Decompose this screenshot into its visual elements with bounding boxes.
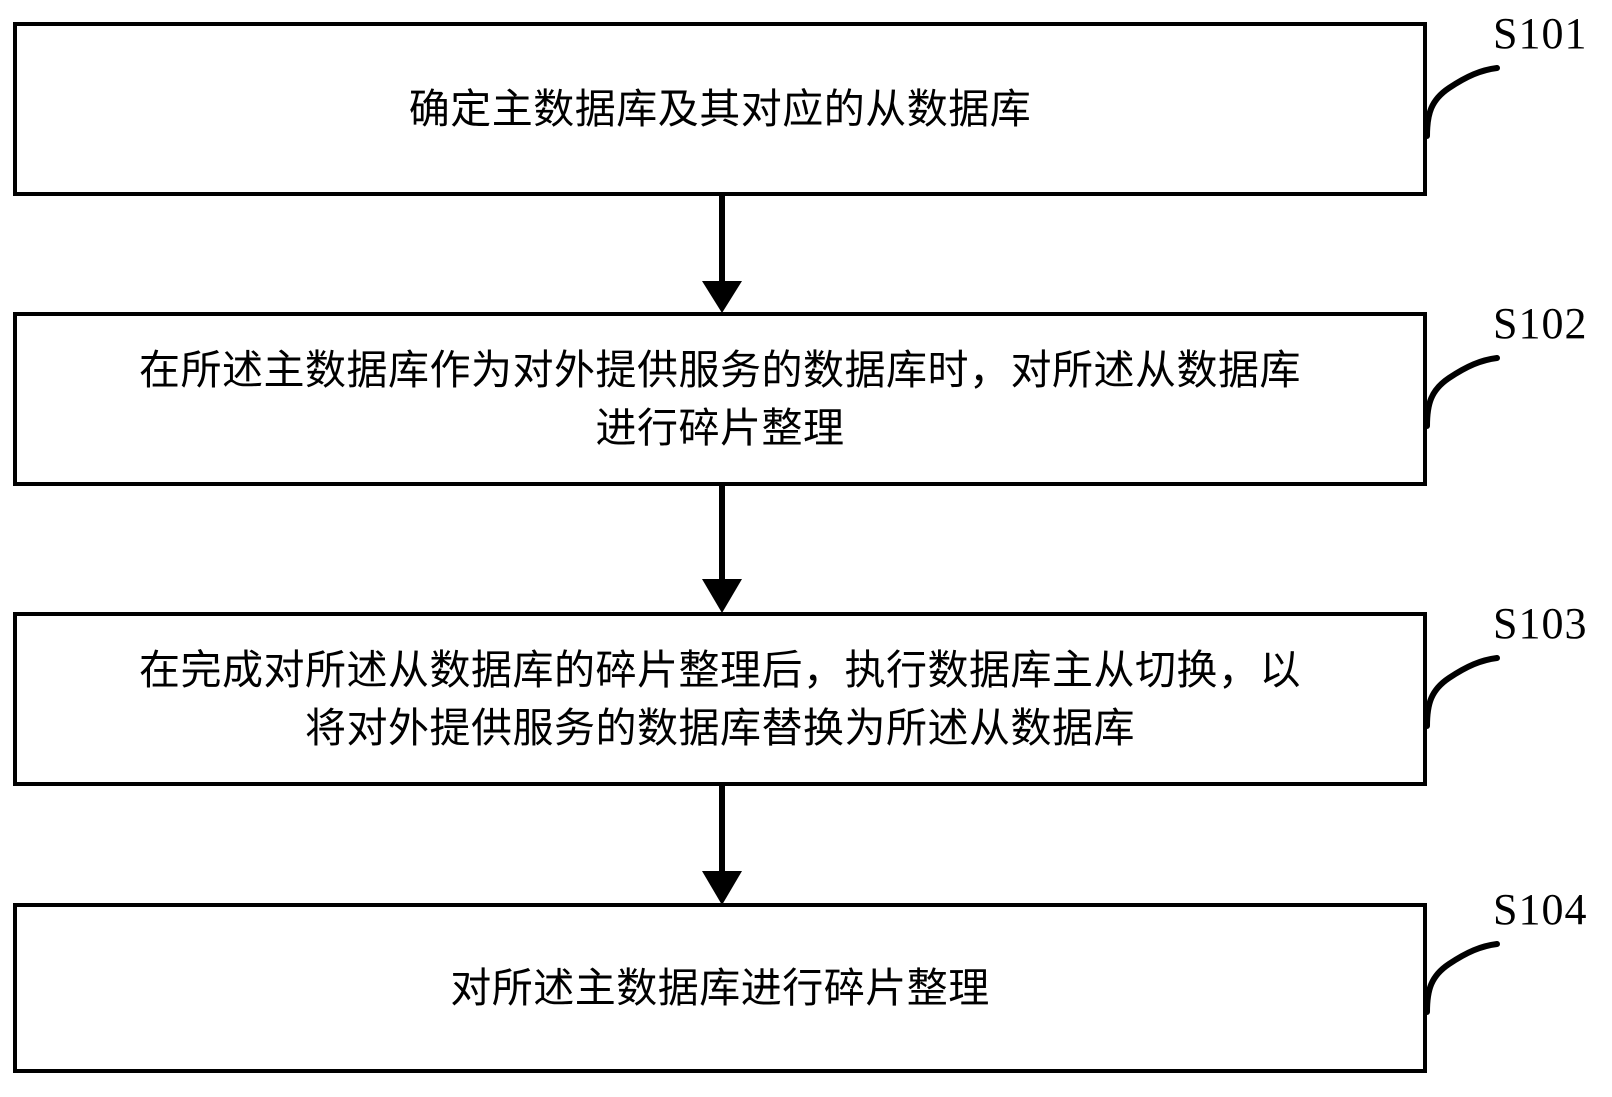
step-label-s104: S104 [1493, 885, 1588, 934]
flow-step-text-s104: 对所述主数据库进行碎片整理 [450, 963, 990, 1012]
flow-step-text-s102: 在所述主数据库作为对外提供服务的数据库时，对所述从数据库 进行碎片整理 [139, 345, 1301, 452]
step-label-s102: S102 [1493, 299, 1588, 348]
flow-step-box-s101: 确定主数据库及其对应的从数据库 [13, 22, 1427, 196]
flow-step-box-s104: 对所述主数据库进行碎片整理 [13, 903, 1427, 1073]
connector-s103-to-s104 [702, 783, 742, 905]
flow-step-text-s101: 确定主数据库及其对应的从数据库 [408, 84, 1032, 133]
flow-step-text-s103: 在完成对所述从数据库的碎片整理后，执行数据库主从切换，以 将对外提供服务的数据库… [139, 645, 1301, 752]
flow-step-box-s102: 在所述主数据库作为对外提供服务的数据库时，对所述从数据库 进行碎片整理 [13, 312, 1427, 486]
step-label-s101: S101 [1493, 9, 1588, 58]
connector-s101-to-s102 [702, 193, 742, 313]
connector-s102-to-s103 [702, 483, 742, 613]
flow-step-box-s103: 在完成对所述从数据库的碎片整理后，执行数据库主从切换，以 将对外提供服务的数据库… [13, 612, 1427, 786]
step-label-s103: S103 [1493, 599, 1588, 648]
